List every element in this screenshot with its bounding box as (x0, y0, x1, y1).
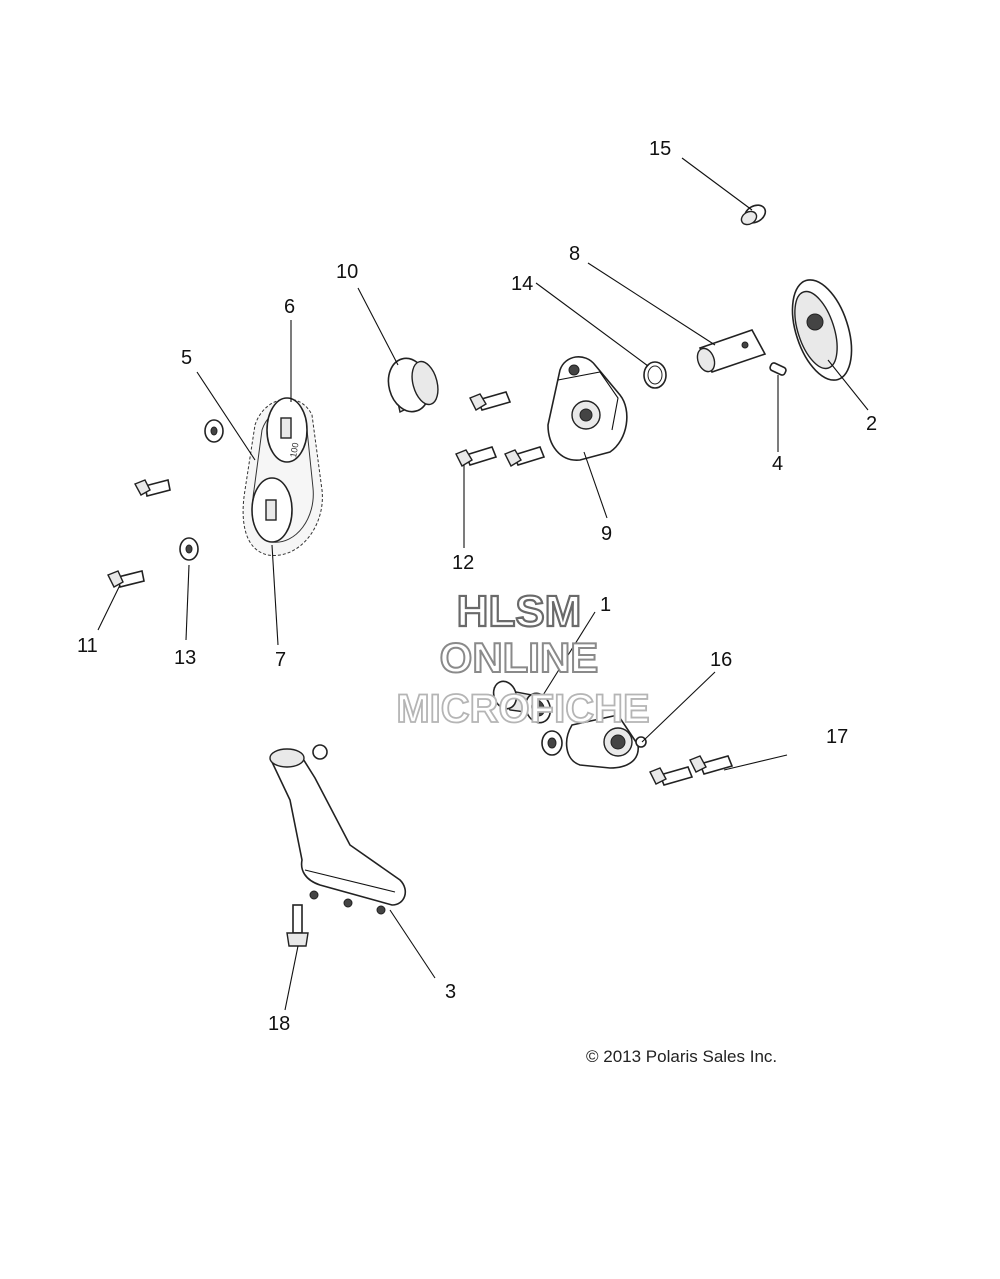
part-14-o-ring (643, 361, 667, 389)
callout-8: 8 (569, 243, 580, 265)
watermark: HLSM ONLINE MICROFICHE (395, 586, 650, 732)
part-12-bolts (455, 391, 546, 467)
callout-10: 10 (336, 261, 358, 283)
callout-1: 1 (600, 594, 611, 616)
copyright-text: © 2013 Polaris Sales Inc. (586, 1047, 777, 1066)
watermark-line-1: HLSM (457, 587, 582, 636)
callout-5: 5 (181, 347, 192, 369)
part-4-pin (769, 362, 787, 376)
callout-13: 13 (174, 647, 196, 669)
callout-17: 17 (826, 726, 848, 748)
watermark-line-3: MICROFICHE (396, 687, 649, 731)
watermark-line-2: ONLINE (440, 634, 599, 681)
callout-labels: 1 2 3 4 5 6 7 8 9 10 11 12 13 14 15 16 1… (77, 138, 877, 1035)
part-3-bracket (269, 744, 407, 915)
part-5-6-7-chain-assembly: 100 (242, 397, 323, 556)
callout-15: 15 (649, 138, 671, 160)
part-15-sleeve (740, 204, 767, 226)
callout-16: 16 (710, 649, 732, 671)
callout-4: 4 (772, 453, 783, 475)
callout-2: 2 (866, 413, 877, 435)
part-2-rotor (791, 279, 853, 381)
part-8-shaft (696, 329, 767, 373)
leader-lines (97, 157, 869, 1011)
part-10-spacer (387, 357, 439, 414)
part-9-oil-pump (547, 356, 628, 461)
part-11-bolts (107, 479, 171, 588)
part-17-bolts (649, 755, 734, 786)
part-18-bolt (286, 904, 309, 947)
sprocket-top-label: 100 (288, 442, 300, 459)
part-16-housing (541, 714, 647, 769)
callout-7: 7 (275, 649, 286, 671)
callout-6: 6 (284, 296, 295, 318)
callout-9: 9 (601, 523, 612, 545)
callout-14: 14 (511, 273, 533, 295)
part-13-washers (179, 419, 224, 561)
callout-18: 18 (268, 1013, 290, 1035)
callout-3: 3 (445, 981, 456, 1003)
callout-11: 11 (77, 635, 98, 657)
part-1-component (492, 680, 552, 724)
callout-12: 12 (452, 552, 474, 574)
